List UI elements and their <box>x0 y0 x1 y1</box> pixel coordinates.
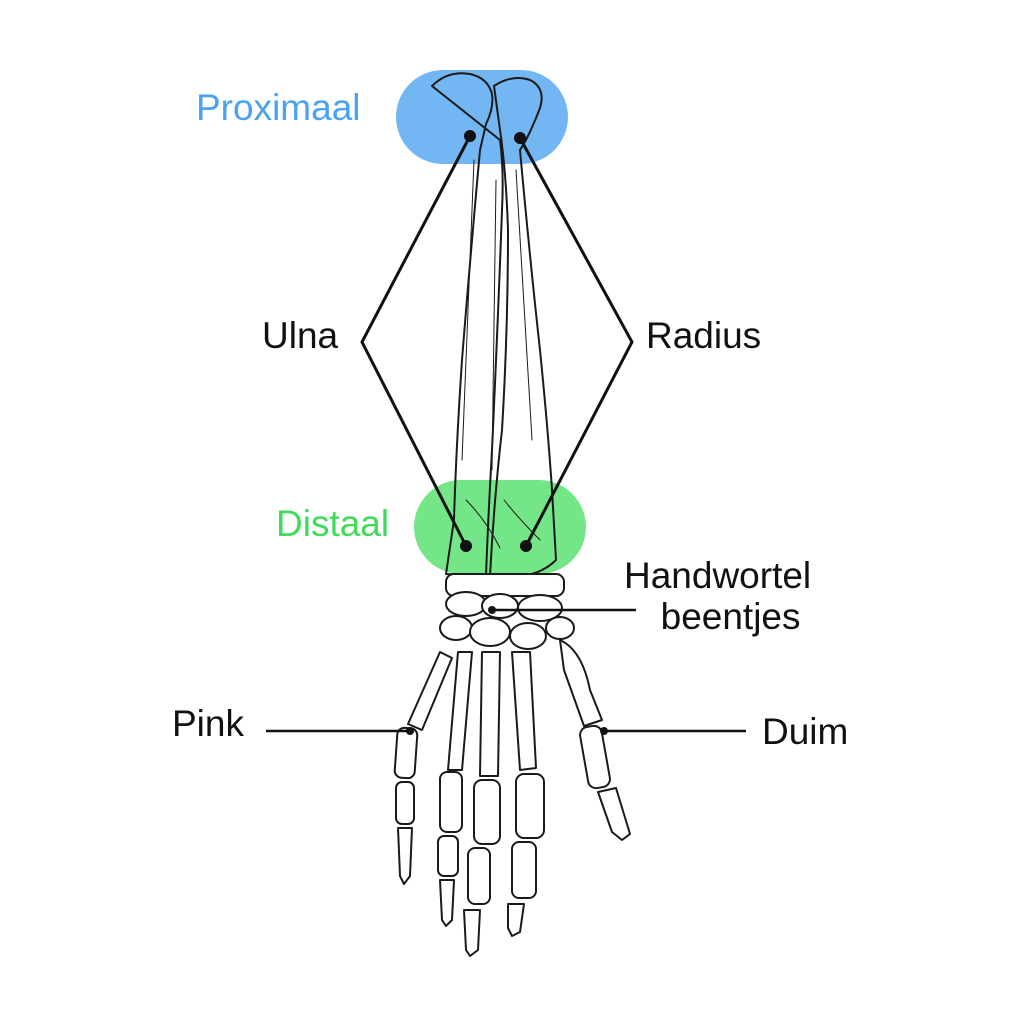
radius-bone <box>489 77 557 579</box>
hand-bones <box>393 639 631 957</box>
radius-distal-dot <box>520 540 532 552</box>
radius-proximal-dot <box>514 132 526 144</box>
radius-label: Radius <box>646 315 762 356</box>
bone-shading <box>461 159 541 549</box>
radius-leader <box>518 137 634 547</box>
carpal-label-line2: beentjes <box>660 595 801 637</box>
thumb-label: Duim <box>762 711 849 752</box>
ulna-distal-dot <box>460 540 472 552</box>
ulna-bone <box>431 72 504 577</box>
carpal-bones-label: Handwortel beentjes <box>624 555 812 637</box>
pinky-dot <box>406 727 414 735</box>
ulna-label: Ulna <box>262 315 339 356</box>
distal-label: Distaal <box>276 503 390 544</box>
carpal-bones <box>439 573 575 650</box>
proximal-label: Proximaal <box>196 87 361 128</box>
leader-dots <box>406 130 608 735</box>
proximal-region-highlight <box>396 70 568 164</box>
pinky-label: Pink <box>172 703 244 744</box>
carpal-dot <box>488 606 496 614</box>
forearm-bones <box>431 72 557 579</box>
thumb-dot <box>600 727 608 735</box>
leader-lines <box>266 135 746 733</box>
ulna-proximal-dot <box>464 130 476 142</box>
distal-region-highlight <box>414 480 586 574</box>
ulna-leader <box>360 135 472 547</box>
carpal-label-line1: Handwortel <box>624 555 812 596</box>
